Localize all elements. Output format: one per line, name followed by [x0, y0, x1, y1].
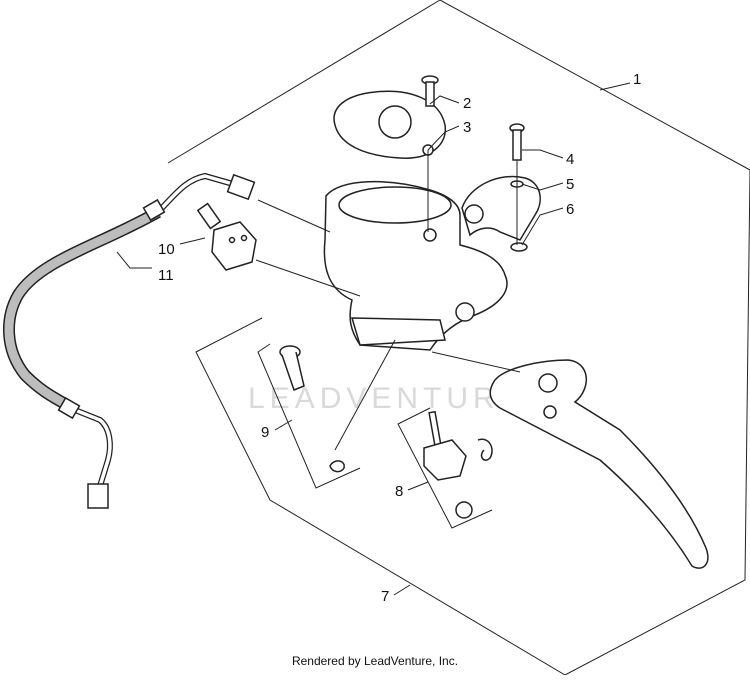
leader-lines: [116, 82, 631, 596]
watermark-text: LEADVENTURE: [248, 382, 525, 415]
callout-5: 5: [566, 176, 574, 193]
brake-lever: [489, 359, 709, 569]
callout-2: 2: [463, 95, 471, 112]
callout-4: 4: [566, 151, 574, 168]
brake-hose: [3, 172, 256, 509]
callout-labels: 1 2 3 4 5 6 7 8 9 10 11: [158, 71, 641, 605]
brake-light-switch: [196, 202, 257, 271]
switch-bracket: [423, 410, 493, 519]
callout-3: 3: [463, 119, 471, 136]
assembly-outline: [167, 0, 750, 676]
callout-7: 7: [381, 588, 389, 605]
callout-9: 9: [261, 424, 269, 441]
callout-1: 1: [633, 71, 641, 88]
callout-6: 6: [566, 201, 574, 218]
cap-screw: [421, 75, 439, 107]
pivot-pin: [279, 345, 345, 473]
footer-credit: Rendered by LeadVenture, Inc.: [291, 654, 459, 668]
bracket-kit-outline: [397, 407, 493, 529]
pin-kit-outline: [257, 343, 361, 489]
callout-10: 10: [158, 241, 175, 258]
master-cylinder: [323, 180, 508, 351]
lever-assembly-outline: [195, 317, 566, 676]
callout-11: 11: [158, 267, 174, 284]
handlebar-clamp: [461, 123, 541, 252]
callout-8: 8: [395, 483, 403, 500]
